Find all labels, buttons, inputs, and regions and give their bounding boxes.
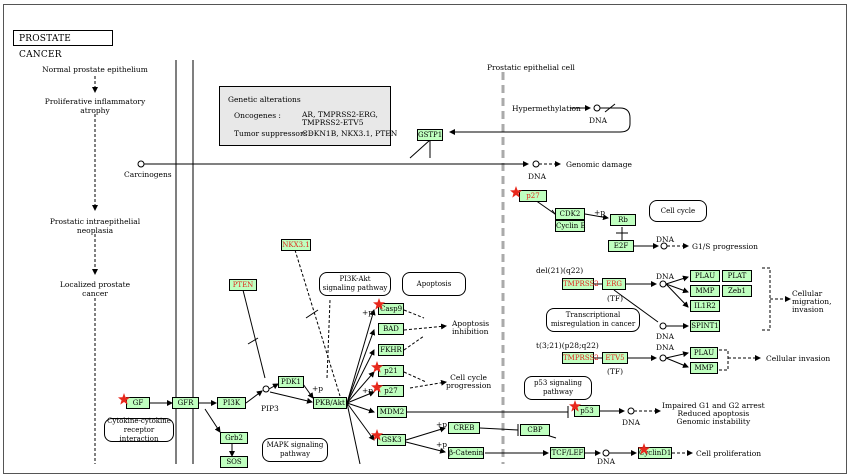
gene-plau-2[interactable]: PLAU (690, 347, 718, 359)
label-p-2: +p (362, 308, 374, 317)
star-icon (118, 393, 130, 405)
star-icon (371, 381, 383, 393)
label-dna-6: DNA (656, 343, 674, 352)
label-p-5: +p (436, 420, 448, 429)
label-pip3: PIP3 (261, 404, 279, 413)
gene-fkhr[interactable]: FKHR (378, 344, 404, 356)
gene-nkx31[interactable]: NKX3.1 (281, 239, 311, 251)
label-p-4: +p (312, 384, 324, 393)
gene-sos[interactable]: SOS (220, 456, 248, 468)
alterations-heading: Genetic alterations (228, 95, 301, 104)
gene-gsk3[interactable]: GSK3 (377, 434, 406, 446)
label-pin: Prostatic intraepithelial neoplasia (49, 217, 141, 235)
map-mapk[interactable]: MAPK signaling pathway (262, 438, 328, 462)
label-dna-3: DNA (656, 235, 674, 244)
star-icon (510, 186, 522, 198)
gene-rb[interactable]: Rb (610, 214, 636, 226)
gene-casp9[interactable]: Casp9 (378, 303, 404, 315)
label-dna-4: DNA (656, 272, 674, 281)
gene-etv5[interactable]: ETV5 (602, 352, 628, 364)
gene-cbp[interactable]: CBP (520, 424, 550, 436)
label-t3: t(3;21)(p28;q22) (536, 341, 599, 350)
label-del: del(21)(q22) (536, 266, 584, 275)
gene-zeb1[interactable]: Zeb1 (722, 285, 752, 297)
label-prostatic-cell: Prostatic epithelial cell (487, 63, 575, 72)
gene-spint1[interactable]: SPINT1 (690, 320, 720, 332)
label-dna-1: DNA (589, 116, 607, 125)
star-icon (373, 298, 385, 310)
label-prolif: Proliferative inflammatory atrophy (44, 97, 146, 115)
gene-mmp-1[interactable]: MMP (690, 285, 720, 297)
gene-cyclin-e[interactable]: Cyclin E (555, 220, 586, 232)
label-tf-1: (TF) (607, 294, 624, 303)
map-apoptosis[interactable]: Apoptosis (402, 272, 466, 296)
label-apoptosis-inhibition: Apoptosis inhibition (452, 319, 490, 336)
label-cell-proliferation: Cell proliferation (696, 449, 762, 458)
gene-grb2[interactable]: Grb2 (220, 432, 248, 444)
label-dna-7: DNA (622, 418, 640, 427)
gene-plat[interactable]: PLAT (722, 270, 752, 282)
pathway-canvas: PROSTATE CANCER Normal prostate epitheli… (3, 4, 847, 474)
suppressors-value: CDKN1B, NKX3.1, PTEN (302, 129, 398, 138)
gene-pdk1[interactable]: PDK1 (278, 376, 304, 388)
oncogenes-value: AR, TMPRSS2-ERG, TMPRSS2-ETV5 (302, 110, 378, 127)
label-p-1: +p (594, 208, 606, 217)
gene-mmp-2[interactable]: MMP (690, 362, 718, 374)
star-icon (638, 443, 650, 455)
map-pi3k-akt[interactable]: PI3K-Akt signaling pathway (319, 272, 391, 296)
label-tf-2: (TF) (607, 367, 624, 376)
label-dna-5: DNA (656, 332, 674, 341)
oncogenes-label: Oncogenes : (234, 111, 281, 120)
label-cell-cycle-progression: Cell cycle progression (446, 373, 492, 390)
gene-cdk2[interactable]: CDK2 (555, 208, 585, 220)
gene-beta-catenin[interactable]: β-Catenin (448, 447, 484, 459)
label-p-3: +p (362, 386, 374, 395)
label-g1s: G1/S progression (692, 242, 758, 251)
gene-tmprss2-1[interactable]: TMPRSS2 (562, 278, 599, 290)
gene-plau-1[interactable]: PLAU (690, 270, 720, 282)
label-normal: Normal prostate epithelium (42, 65, 148, 74)
star-icon (569, 400, 581, 412)
map-p53[interactable]: p53 signaling pathway (524, 376, 592, 400)
gene-creb[interactable]: CREB (448, 422, 480, 434)
gene-gfr[interactable]: GFR (172, 397, 199, 409)
label-dna-8: DNA (597, 457, 615, 466)
map-cytokine[interactable]: Cytokine-cytokine receptor interaction (104, 417, 174, 443)
gene-erg[interactable]: ERG (602, 278, 626, 290)
map-transcriptional[interactable]: Transcriptional misregulation in cancer (546, 308, 640, 332)
gene-pkb-akt[interactable]: PKB/Akt (313, 397, 347, 409)
gene-tmprss2-2[interactable]: TMPRSS2 (562, 352, 599, 364)
label-impaired: Impaired G1 and G2 arrest Reduced apopto… (662, 401, 765, 426)
gene-tcf-lef[interactable]: TCF/LEF (550, 447, 585, 459)
label-genomic-damage: Genomic damage (566, 160, 632, 169)
diagram-title: PROSTATE CANCER (13, 30, 113, 60)
gene-p27-nucleus[interactable]: p27 (519, 190, 547, 202)
label-localized: Localized prostate cancer (59, 280, 131, 298)
label-cellular-migration: Cellular migration, invasion (792, 289, 832, 314)
gene-e2f[interactable]: E2F (608, 240, 634, 252)
label-carcinogens: Carcinogens (124, 170, 172, 179)
gene-mdm2[interactable]: MDM2 (377, 406, 407, 418)
label-dna-2: DNA (528, 172, 546, 181)
gene-bad[interactable]: BAD (378, 323, 404, 335)
label-p-6: +p (436, 440, 448, 449)
genetic-alterations-box: Genetic alterations Oncogenes : AR, TMPR… (219, 86, 397, 146)
star-icon (371, 361, 383, 373)
label-hypermethylation: Hypermethylation (512, 104, 581, 113)
suppressors-label: Tumor suppressors : (234, 129, 313, 138)
star-icon (371, 429, 383, 441)
gene-pten[interactable]: PTEN (229, 279, 257, 291)
map-cell-cycle[interactable]: Cell cycle (649, 200, 707, 222)
label-cellular-invasion: Cellular invasion (766, 354, 831, 363)
gene-pi3k[interactable]: PI3K (217, 397, 246, 409)
gene-gstp1[interactable]: GSTP1 (417, 129, 443, 141)
gene-il1r2[interactable]: IL1R2 (690, 300, 720, 312)
gene-p53[interactable]: p53 (574, 405, 600, 417)
connection-lines (92, 60, 791, 464)
